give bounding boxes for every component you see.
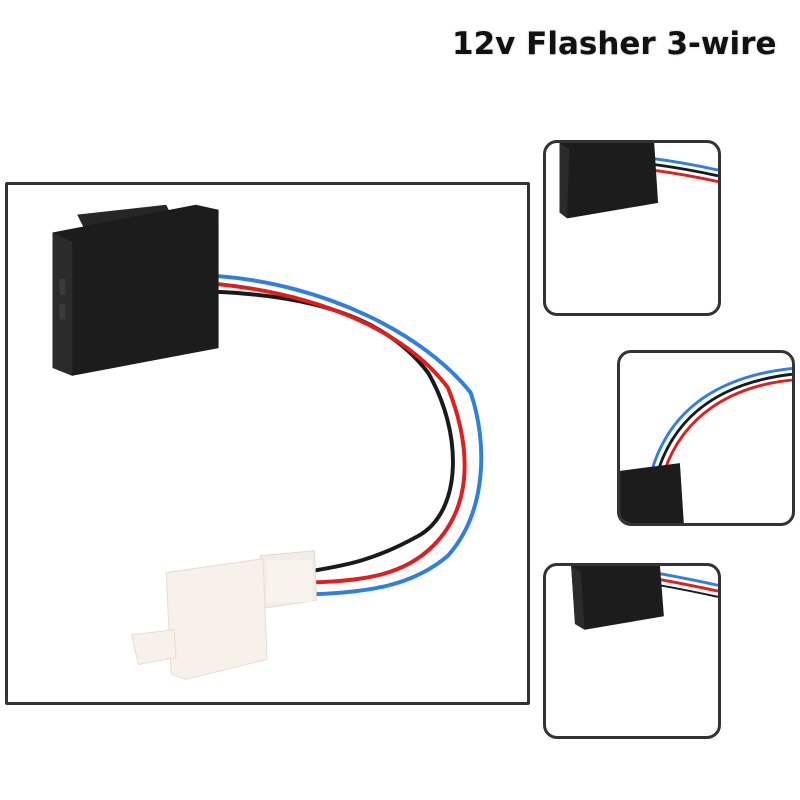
product-title: 12v Flasher 3-wire (452, 26, 777, 62)
wire-blue (213, 273, 484, 597)
wire-connector (130, 550, 317, 680)
thumbnail-1[interactable] (543, 140, 721, 316)
wire-closeup-photo (620, 367, 792, 523)
wire-black (213, 289, 455, 573)
relay-closeup-photo (559, 143, 718, 219)
thumbnail-2[interactable] (617, 350, 795, 526)
thumbnail-3[interactable] (543, 563, 721, 739)
relay-pin-slot (59, 278, 66, 295)
relay-pin-slot (59, 303, 66, 320)
relay-side-photo (571, 566, 718, 630)
wire-red (213, 281, 467, 585)
relay-housing (52, 204, 219, 376)
main-product-image (5, 182, 530, 705)
flasher-relay-photo (52, 204, 484, 680)
